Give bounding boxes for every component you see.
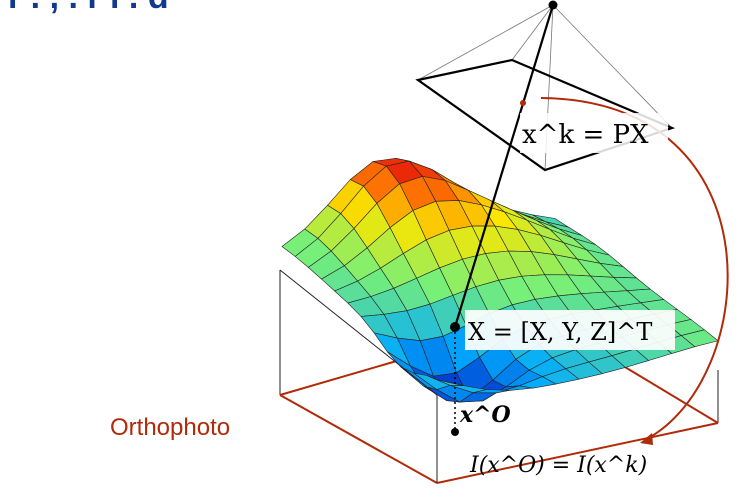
- ground-box-front: [279, 269, 438, 483]
- projection-ray: [453, 4, 555, 328]
- intensity-equation: I(x^O) = I(x^k): [469, 453, 647, 478]
- surface-facet: [426, 375, 464, 386]
- clipped-title: r . , . r l . d: [8, 0, 169, 16]
- world-point-label: X = [X, Y, Z]^T: [468, 318, 652, 346]
- image-point: [520, 100, 526, 106]
- ortho-point: [451, 428, 459, 436]
- ground-box-back: [279, 270, 719, 423]
- projection-equation: x^k = PX: [522, 120, 649, 150]
- world-point: [450, 322, 460, 332]
- orthophoto-label: Orthophoto: [110, 414, 230, 441]
- arrow-head: [640, 433, 653, 445]
- terrain-surface: [281, 157, 719, 403]
- ortho-point-label: x^O: [459, 402, 511, 428]
